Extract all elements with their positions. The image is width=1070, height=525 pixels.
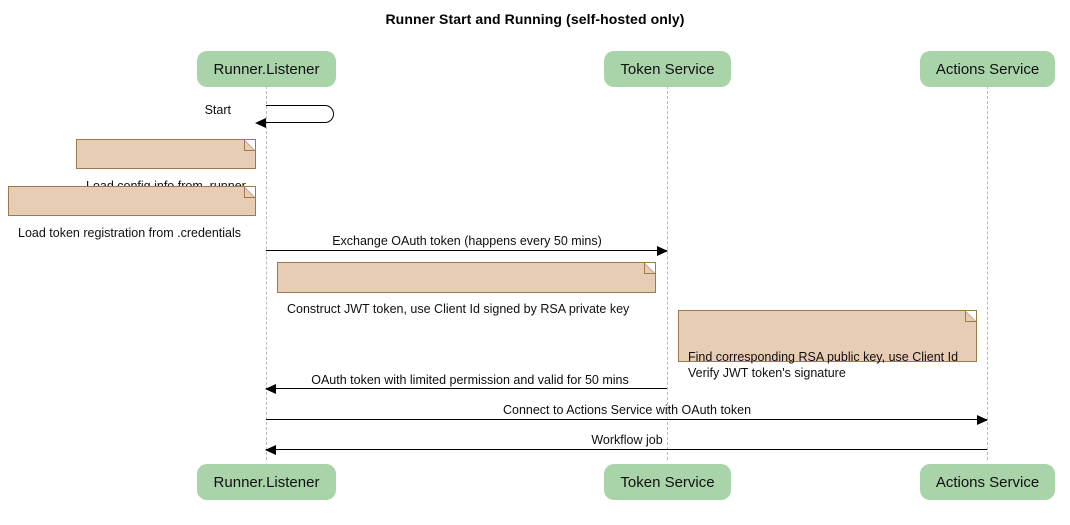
participant-actions-service-bottom[interactable]: Actions Service	[920, 464, 1055, 500]
message-workflow-job[interactable]	[265, 445, 987, 455]
note-load-config: Load config info from .runner	[76, 139, 256, 193]
participant-label: Actions Service	[935, 473, 1040, 491]
participant-label: Token Service	[620, 60, 715, 78]
lifeline-actions	[987, 86, 988, 460]
arrowhead-left-icon	[265, 384, 276, 394]
participant-runner-listener-bottom[interactable]: Runner.Listener	[197, 464, 336, 500]
arrowhead-right-icon	[977, 415, 988, 425]
message-exchange-oauth-token[interactable]	[266, 246, 668, 256]
note-fold-corner-icon	[644, 263, 655, 274]
note-text: Construct JWT token, use Client Id signe…	[287, 302, 630, 316]
message-label-workflow-job: Workflow job	[591, 433, 663, 447]
message-connect-actions-service[interactable]	[266, 415, 988, 425]
participant-label: Token Service	[620, 473, 715, 491]
participant-label: Runner.Listener	[213, 60, 320, 78]
participant-label: Actions Service	[935, 60, 1040, 78]
message-start-self-loop[interactable]	[255, 105, 334, 128]
arrowhead-left-icon	[255, 118, 266, 128]
note-construct-jwt: Construct JWT token, use Client Id signe…	[277, 262, 656, 316]
participant-token-service-top[interactable]: Token Service	[604, 51, 731, 87]
participant-label: Runner.Listener	[213, 473, 320, 491]
note-text: Load token registration from .credential…	[18, 226, 242, 240]
arrowhead-left-icon	[265, 445, 276, 455]
note-fold-corner-icon	[244, 140, 255, 151]
note-fold-corner-icon	[965, 311, 976, 322]
arrowhead-right-icon	[657, 246, 668, 256]
message-label-exchange-oauth-token: Exchange OAuth token (happens every 50 m…	[332, 234, 602, 248]
participant-token-service-bottom[interactable]: Token Service	[604, 464, 731, 500]
note-text: Find corresponding RSA public key, use C…	[688, 350, 959, 380]
lifeline-token	[667, 86, 668, 460]
message-label-oauth-token-reply: OAuth token with limited permission and …	[311, 373, 629, 387]
note-load-token-registration: Load token registration from .credential…	[8, 186, 256, 240]
message-label-start: Start	[204, 103, 231, 117]
participant-actions-service-top[interactable]: Actions Service	[920, 51, 1055, 87]
note-fold-corner-icon	[244, 187, 255, 198]
message-label-connect-actions-service: Connect to Actions Service with OAuth to…	[502, 403, 752, 417]
participant-runner-listener-top[interactable]: Runner.Listener	[197, 51, 336, 87]
message-oauth-token-reply[interactable]	[265, 384, 667, 394]
lifeline-runner	[266, 86, 267, 460]
page-title: Runner Start and Running (self-hosted on…	[385, 11, 685, 27]
note-verify-jwt: Find corresponding RSA public key, use C…	[678, 310, 977, 380]
